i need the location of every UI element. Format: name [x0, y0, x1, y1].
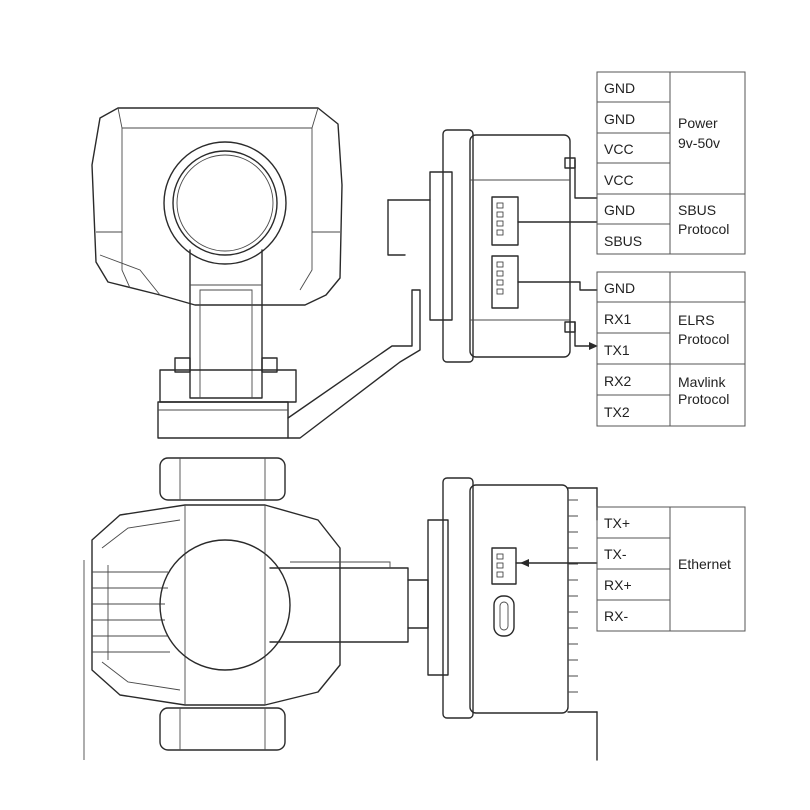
- pin-label: VCC: [604, 141, 634, 157]
- mounting-bracket: [287, 289, 421, 439]
- gimbal-motor: [159, 539, 291, 671]
- connector-module-bottom: [427, 477, 578, 719]
- gimbal-top-view: [83, 457, 598, 761]
- group-label-protocol: Protocol: [678, 391, 729, 407]
- middle-pin-table: GND RX1 TX1 RX2 TX2 ELRS Protocol Mavlin…: [596, 271, 746, 427]
- group-label-sbus: SBUS: [678, 202, 716, 218]
- ethernet-connector: [491, 547, 517, 585]
- camera-lens-inner: [172, 150, 278, 256]
- pin-label: GND: [604, 202, 635, 218]
- pin-label: RX+: [604, 577, 632, 593]
- leader-lines-bottom: [515, 487, 598, 761]
- top-pin-table: GND GND VCC VCC GND SBUS Power 9v-50v SB…: [596, 71, 746, 255]
- group-label-voltage: 9v-50v: [678, 135, 720, 151]
- gimbal-bottom-cap: [159, 707, 286, 751]
- pin-label: TX2: [604, 404, 630, 420]
- pin-label: RX-: [604, 608, 628, 624]
- camera-lens-outer: [163, 141, 287, 265]
- gimbal-arm: [189, 249, 263, 399]
- cooling-ribs: [568, 499, 578, 693]
- group-label-protocol: Protocol: [678, 221, 729, 237]
- leader-lines-top: [517, 159, 598, 350]
- pin-label: SBUS: [604, 233, 642, 249]
- gimbal-horizontal-arm: [269, 567, 409, 643]
- group-label-protocol: Protocol: [678, 331, 729, 347]
- gimbal-heatsink-body: [91, 504, 341, 706]
- group-label-mavlink: Mavlink: [678, 374, 726, 390]
- gimbal-top-cap: [159, 457, 286, 501]
- heatsink-fins: [92, 565, 170, 660]
- group-label-elrs: ELRS: [678, 312, 715, 328]
- pin-label: VCC: [604, 172, 634, 188]
- pin-label: GND: [604, 280, 635, 296]
- gimbal-base-plate: [157, 401, 289, 439]
- connector-pins: [496, 202, 504, 295]
- gimbal-side-view: [91, 107, 598, 439]
- pin-label: RX2: [604, 373, 631, 389]
- uart-connector: [491, 255, 519, 309]
- pin-label: TX+: [604, 515, 630, 531]
- gimbal-base-upper: [159, 369, 297, 403]
- pin-label: GND: [604, 111, 635, 127]
- pin-label: GND: [604, 80, 635, 96]
- pin-label: TX1: [604, 342, 630, 358]
- sbus-power-connector: [491, 196, 519, 246]
- usb-c-port: [493, 595, 515, 637]
- pin-label: RX1: [604, 311, 631, 327]
- group-label-ethernet: Ethernet: [678, 556, 731, 572]
- camera-head-housing: [91, 107, 343, 306]
- pin-label: TX-: [604, 546, 627, 562]
- group-label-power: Power: [678, 115, 718, 131]
- connector-module-top: [429, 129, 576, 363]
- bottom-pin-table: TX+ TX- RX+ RX- Ethernet: [596, 506, 746, 632]
